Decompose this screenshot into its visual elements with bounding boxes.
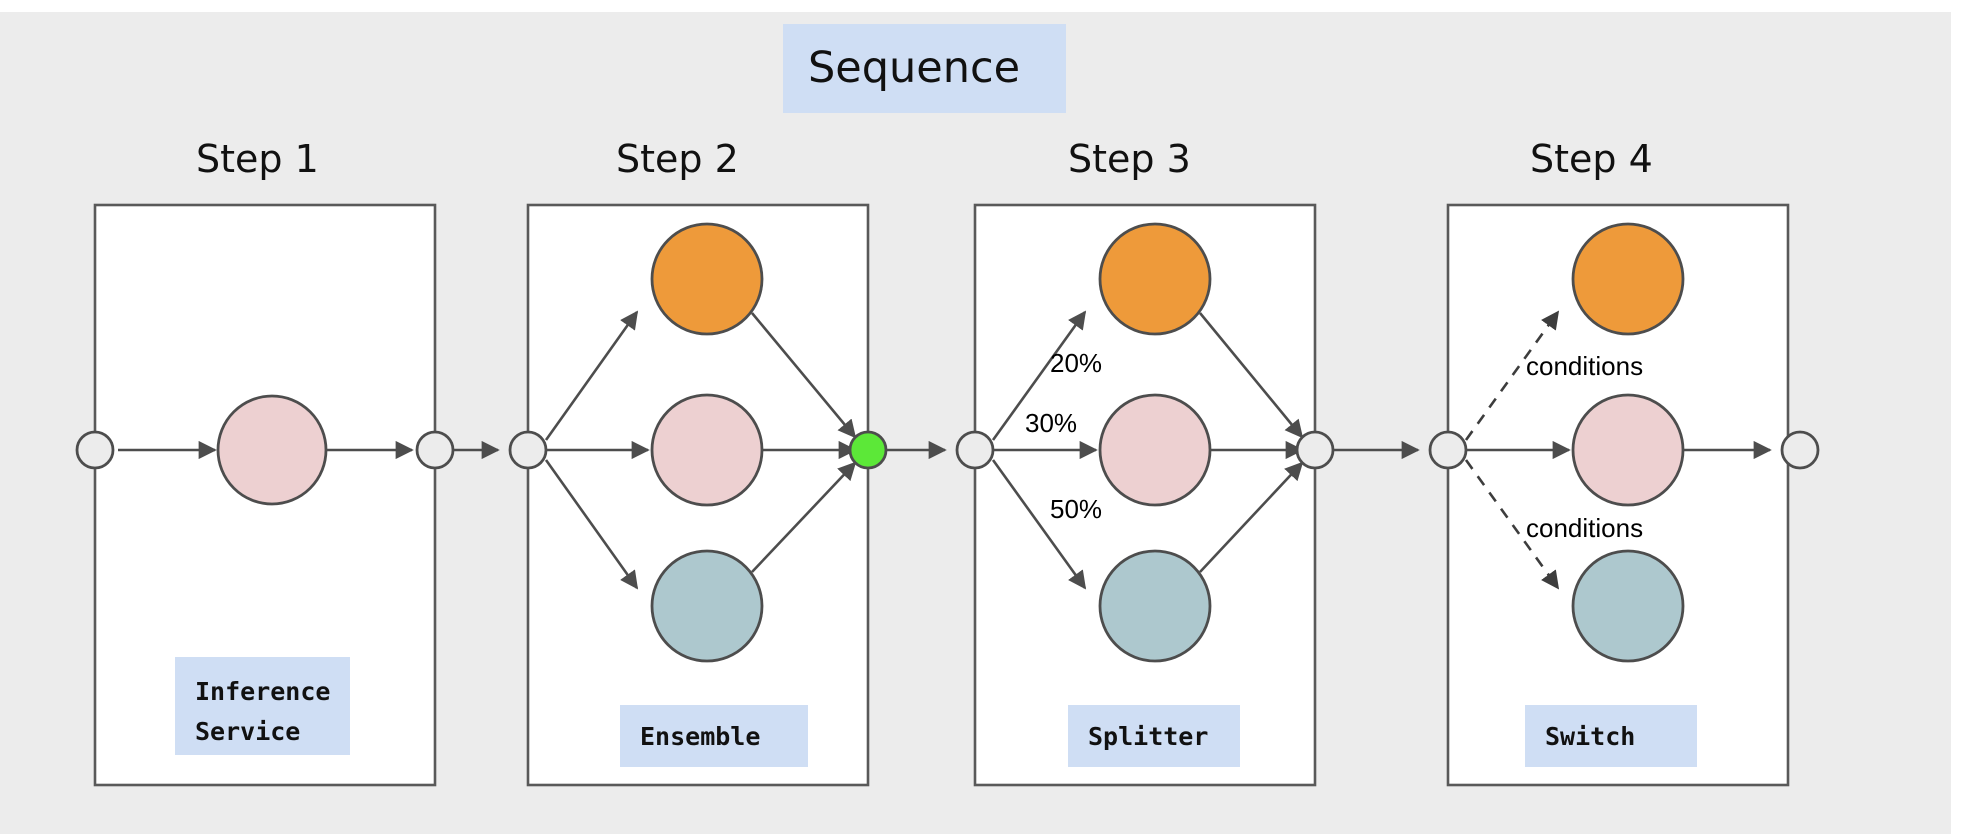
step4-tag-label: Switch [1545,722,1635,751]
step3-edge-to-teal [991,459,1087,590]
step3-label-20pct: 20% [1050,348,1102,378]
step1-tag-box [175,657,350,755]
step2-heading: Step 2 [616,137,739,181]
step2-tag-label: Ensemble [640,722,760,751]
connector-node-step3-out[interactable] [1295,430,1335,470]
connector-node-start[interactable] [75,430,115,470]
step1-heading: Step 1 [196,137,319,181]
connector-node-end[interactable] [1780,430,1820,470]
step3-edge-to-orange [991,310,1087,441]
connector-node-step3-in[interactable] [955,430,995,470]
step3-model-orange[interactable] [1098,222,1212,336]
step4-model-teal[interactable] [1571,549,1685,663]
step2-merge-node-green[interactable] [848,430,888,470]
connector-node-step2-in[interactable] [508,430,548,470]
step4-heading: Step 4 [1530,137,1653,181]
step3-model-pink[interactable] [1098,393,1212,507]
step2-model-teal[interactable] [650,549,764,663]
connector-node-step1-out[interactable] [415,430,455,470]
step4-tag-box [1525,705,1697,767]
step3-tag-label: Splitter [1088,722,1208,751]
step4-label-conditions-bottom: conditions [1526,513,1643,543]
step3-model-teal[interactable] [1098,549,1212,663]
step2-edge-orange-merge [750,312,857,439]
step2-tag-box [620,705,808,767]
step2-edge-to-orange [544,310,639,441]
step4-label-conditions-top: conditions [1526,351,1643,381]
connector-node-step4-in[interactable] [1428,430,1468,470]
step3-tag-box [1068,705,1240,767]
step2-model-orange[interactable] [650,222,764,336]
step3-label-30pct: 30% [1025,408,1077,438]
step2-model-pink[interactable] [650,393,764,507]
step4-model-pink[interactable] [1571,393,1685,507]
step3-label-50pct: 50% [1050,494,1102,524]
step4-model-orange[interactable] [1571,222,1685,336]
title-banner-label: Sequence [808,43,1020,93]
step1-tag-line2: Service [195,717,300,746]
step3-heading: Step 3 [1068,137,1191,181]
title-banner-box [783,24,1066,113]
step1-model-pink[interactable] [216,394,328,506]
step4-edge-to-orange-dashed [1464,310,1560,441]
step4-edge-to-teal-dashed [1464,459,1560,590]
step3-edge-teal-merge [1199,461,1304,573]
step2-edge-teal-merge [751,461,857,573]
step3-edge-orange-merge [1198,312,1304,439]
step2-edge-to-teal [544,459,639,590]
step1-tag-line1: Inference [195,677,330,706]
